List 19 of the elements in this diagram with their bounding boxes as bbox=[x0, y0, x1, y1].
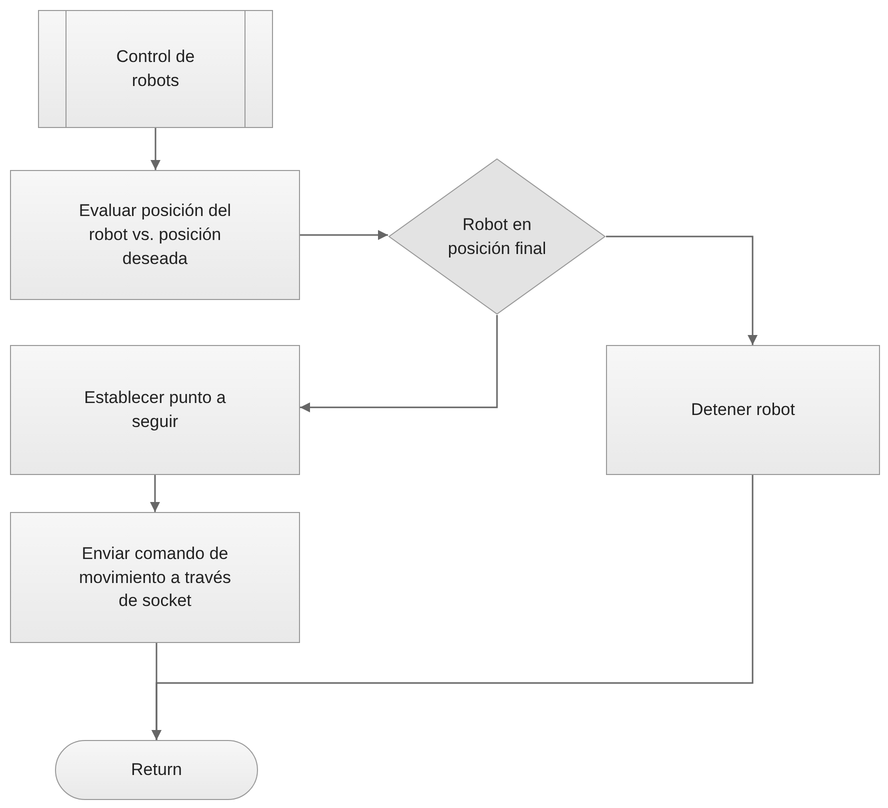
node-label: Establecer punto a seguir bbox=[83, 387, 227, 433]
arrow bbox=[150, 128, 160, 170]
node-label: Return bbox=[130, 759, 182, 782]
process-box bbox=[606, 345, 880, 475]
node-label: Enviar comando de movimiento a través de socket bbox=[78, 542, 232, 612]
arrow bbox=[300, 315, 498, 412]
node-label: Robot en posición final bbox=[446, 214, 548, 260]
process-box bbox=[10, 170, 300, 300]
node-label: Evaluar posición del robot vs. posición deseada bbox=[78, 200, 232, 270]
arrow bbox=[152, 475, 754, 740]
subprocess-box bbox=[38, 10, 273, 128]
arrow bbox=[300, 230, 388, 240]
arrow bbox=[606, 236, 758, 345]
node-label: Control de robots bbox=[115, 46, 196, 92]
decision-diamond bbox=[388, 158, 606, 315]
process-box bbox=[10, 512, 300, 643]
process-box bbox=[10, 345, 300, 475]
arrow bbox=[150, 475, 160, 512]
node-label: Detener robot bbox=[691, 399, 795, 422]
